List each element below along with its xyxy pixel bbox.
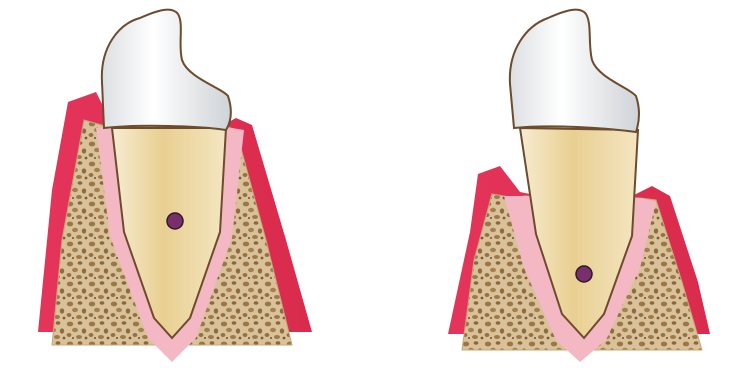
panel-left-tooth-section bbox=[38, 10, 312, 362]
marker-dot-left bbox=[167, 213, 183, 229]
crown-left bbox=[102, 10, 231, 130]
marker-dot-right bbox=[576, 266, 592, 282]
panel-right-tooth-section bbox=[448, 10, 710, 362]
crown-right bbox=[510, 10, 639, 132]
